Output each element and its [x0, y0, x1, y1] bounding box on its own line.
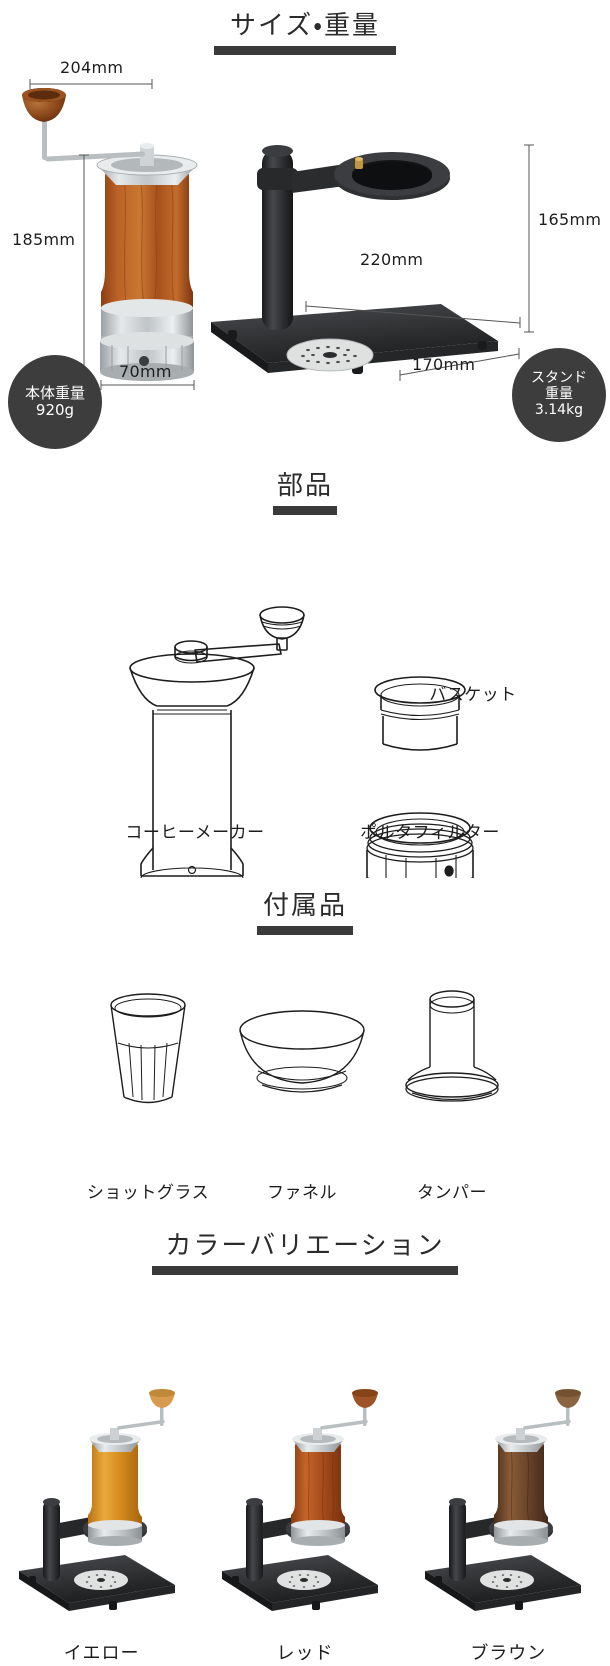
- size-weight-illustration: 204mm 185mm 70mm 165mm 220mm 170mm: [0, 58, 610, 390]
- color-label-yellow: イエロー: [63, 1643, 140, 1664]
- color-variation-heading-block: カラーバリエーション: [0, 1230, 610, 1275]
- dimension-label-body-diameter: 70mm: [119, 362, 172, 381]
- dimension-label-stand-depth: 220mm: [360, 250, 424, 269]
- product-photo-yellow: [18, 1389, 175, 1611]
- part-label-coffee-maker: コーヒーメーカー: [125, 823, 265, 843]
- parts-heading-block: 部品: [0, 470, 610, 515]
- accessory-label-shot-glass: ショットグラス: [86, 1183, 210, 1203]
- size-weight-heading-block: サイズ・重量: [0, 0, 610, 55]
- accessories-heading-block: 付属品: [0, 890, 610, 935]
- section-title: 付属品: [262, 891, 347, 921]
- badge-stand-weight: スタンド 重量 3.14kg: [512, 348, 606, 442]
- color-option-red[interactable]: レッド: [210, 1373, 400, 1665]
- parts-section: 部品: [0, 470, 610, 890]
- dimension-label-stand-height: 165mm: [538, 210, 602, 229]
- accessory-label-funnel: ファネル: [267, 1183, 337, 1203]
- parts-line-drawings: [129, 606, 474, 878]
- section-title: カラーバリエーション: [165, 1231, 445, 1261]
- size-weight-section: サイズ・重量: [0, 0, 610, 470]
- section-title: 部品: [276, 471, 333, 501]
- color-label-red: レッド: [276, 1643, 334, 1664]
- badge-stand-weight-line-2: 重量: [545, 386, 573, 403]
- heading-underline: [152, 1265, 458, 1275]
- accessory-label-tamper: タンパー: [417, 1183, 487, 1203]
- heading-underline: [257, 925, 353, 935]
- badge-body-weight-line-2: 920g: [35, 401, 75, 419]
- color-label-brown: ブラウン: [470, 1643, 547, 1664]
- badge-body-weight: 本体重量 920g: [8, 355, 102, 449]
- badge-stand-weight-line-3: 3.14kg: [534, 401, 584, 418]
- section-title: サイズ・重量: [229, 11, 381, 41]
- heading-underline: [214, 45, 396, 55]
- color-option-yellow[interactable]: イエロー: [7, 1373, 197, 1665]
- badge-body-weight-line-1: 本体重量: [24, 384, 85, 403]
- badge-stand-weight-line-1: スタンド: [531, 370, 587, 387]
- part-label-basket: バスケット: [429, 685, 517, 705]
- color-option-brown[interactable]: ブラウン: [413, 1373, 603, 1665]
- product-dimension-diagram: [22, 79, 534, 390]
- product-photo-brown: [425, 1389, 582, 1611]
- dimension-label-handle-width: 204mm: [60, 58, 124, 77]
- accessories-line-drawings: [110, 990, 499, 1104]
- accessories-section: 付属品 ショットグラス ファネル: [0, 890, 610, 1230]
- part-label-portafilter: ポルタフィルター: [360, 823, 500, 843]
- dimension-label-body-height: 185mm: [12, 230, 76, 249]
- product-photo-red: [221, 1389, 378, 1611]
- color-variation-list: イエロー: [0, 1335, 610, 1665]
- color-variation-section: カラーバリエーション: [0, 1230, 610, 1666]
- heading-underline: [273, 505, 337, 515]
- dimension-label-stand-width: 170mm: [412, 355, 476, 374]
